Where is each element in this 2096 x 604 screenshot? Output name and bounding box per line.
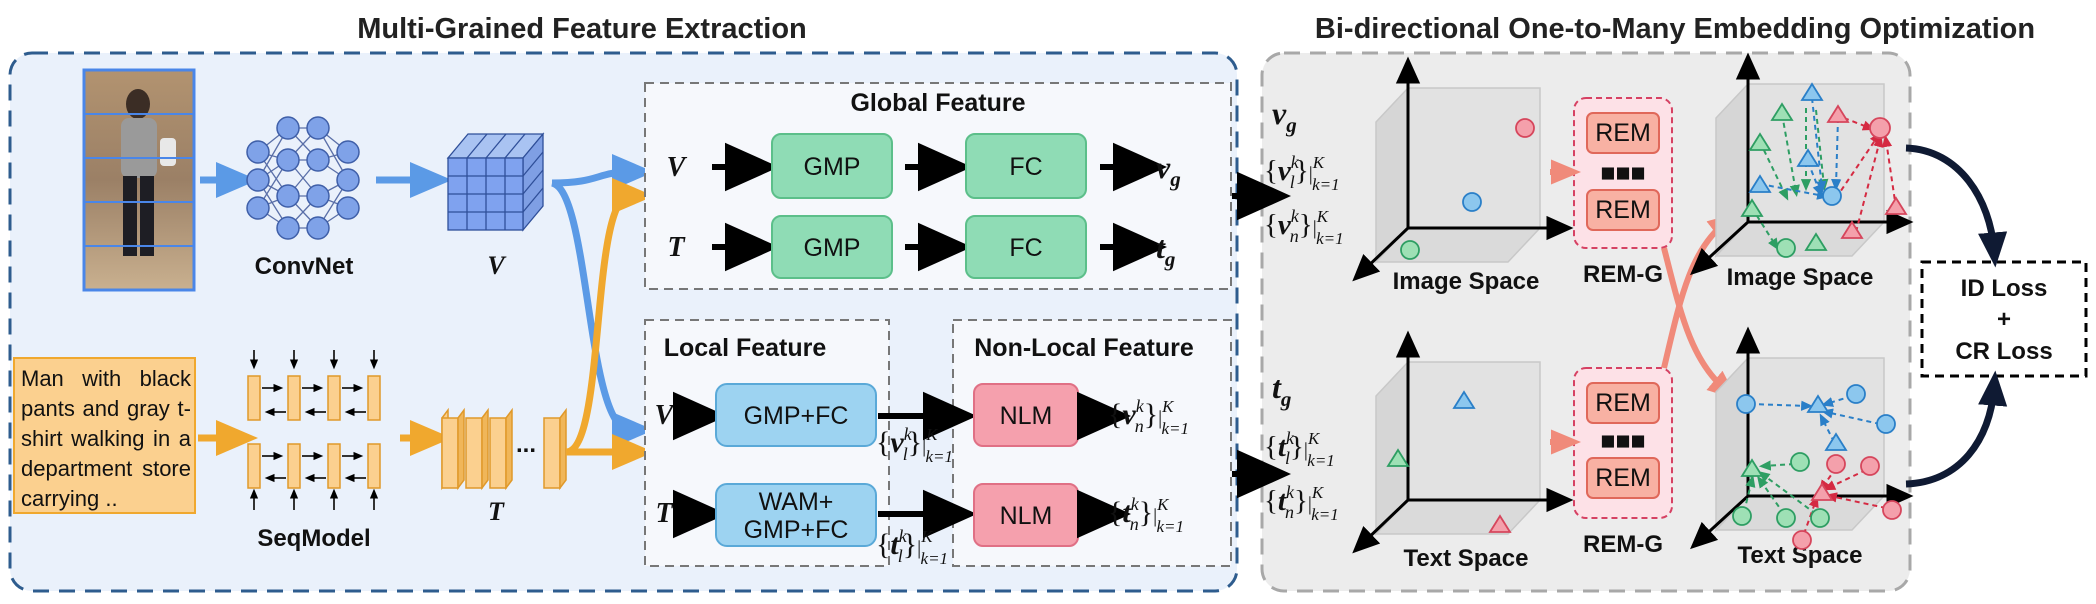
- local-t-module-label-2: GMP+FC: [744, 516, 849, 544]
- visual-feature-cube: [446, 132, 545, 232]
- rem-top-2: REM: [1595, 196, 1651, 224]
- text-space-edges-right: [1742, 395, 1887, 535]
- image-space-edges-right: [1751, 97, 1897, 251]
- nonlocal-feature-title: Non-Local Feature: [974, 334, 1194, 362]
- title-right: Bi-directional One-to-Many Embedding Opt…: [1315, 13, 2035, 45]
- arrow-t-to-global: [564, 178, 654, 456]
- seqmodel-icon: [247, 350, 381, 510]
- convnet-label: ConvNet: [255, 253, 354, 280]
- embed-vg: vg: [1272, 95, 1297, 137]
- global-t-gmp-box: [771, 215, 893, 279]
- rem-group-bottom-label: REM-G: [1583, 531, 1663, 558]
- text-var-label: T: [488, 497, 505, 526]
- global-input-t: T: [667, 232, 686, 263]
- local-feature-title: Local Feature: [664, 334, 827, 362]
- global-input-v: V: [667, 152, 688, 183]
- rem-bottom-dots: ■■■: [1600, 427, 1645, 455]
- caption-box: [13, 357, 196, 514]
- nlm-t-label: NLM: [1000, 502, 1053, 530]
- local-t-module-box: [715, 483, 877, 547]
- global-v-fc-box: [965, 133, 1087, 199]
- arrow-rem-top-to-text-space: [1661, 247, 1738, 400]
- rem-bottom-2: REM: [1595, 464, 1651, 492]
- text-space-nodes-right: [1732, 384, 1902, 550]
- local-v-module-label: GMP+FC: [744, 402, 849, 430]
- text-feature-bars: [441, 407, 567, 491]
- global-out-t: tg: [1156, 229, 1175, 271]
- image-space-label-left: Image Space: [1393, 268, 1540, 295]
- text-space-nodes-left: [1386, 390, 1512, 533]
- image-space-label-right: Image Space: [1727, 264, 1874, 291]
- visual-var-label: V: [487, 251, 507, 280]
- global-v-gmp-label: GMP: [804, 153, 861, 181]
- caption-text: Man with black pants and gray t-shirt wa…: [21, 366, 191, 511]
- local-v-module-box: [715, 383, 877, 447]
- global-t-fc-label: FC: [1009, 234, 1042, 262]
- global-feature-title: Global Feature: [850, 89, 1025, 117]
- global-out-v: vg: [1156, 149, 1181, 191]
- text-space-label-left: Text Space: [1404, 545, 1529, 572]
- convnet-icon: [246, 116, 360, 240]
- local-t-module-label-1: WAM+: [759, 488, 834, 516]
- global-v-gmp-box: [771, 133, 893, 199]
- rem-group-bottom: [1573, 367, 1673, 519]
- rem-top-1: REM: [1595, 119, 1651, 147]
- global-t-fc-box: [965, 215, 1087, 279]
- loss-line-1: ID Loss: [1961, 275, 2048, 302]
- rem-group-top-label: REM-G: [1583, 261, 1663, 288]
- rem-top-dots: ■■■: [1600, 159, 1645, 187]
- image-space-nodes-right: [1740, 82, 1908, 258]
- title-left: Multi-Grained Feature Extraction: [357, 13, 807, 45]
- arrow-image-to-loss: [1905, 144, 2008, 268]
- loss-line-2: +: [1997, 306, 2011, 333]
- local-input-t: T: [655, 498, 674, 529]
- nlm-v-label: NLM: [1000, 402, 1053, 430]
- loss-line-3: CR Loss: [1955, 338, 2052, 365]
- arrow-rem-bottom-to-image-space: [1661, 212, 1738, 369]
- rem-bottom-1: REM: [1595, 389, 1651, 417]
- arrow-v-to-local: [550, 179, 654, 448]
- person-image: [82, 68, 196, 292]
- embed-tg: tg: [1272, 369, 1291, 411]
- arrow-text-to-loss: [1905, 370, 2008, 488]
- image-space-nodes-left: [1400, 118, 1535, 260]
- arrow-v-to-global: [551, 154, 654, 191]
- token-ellipsis: ...: [516, 431, 536, 458]
- seqmodel-label: SeqModel: [257, 525, 370, 552]
- global-v-fc-label: FC: [1009, 153, 1042, 181]
- local-input-v: V: [655, 400, 676, 431]
- global-t-gmp-label: GMP: [804, 234, 861, 262]
